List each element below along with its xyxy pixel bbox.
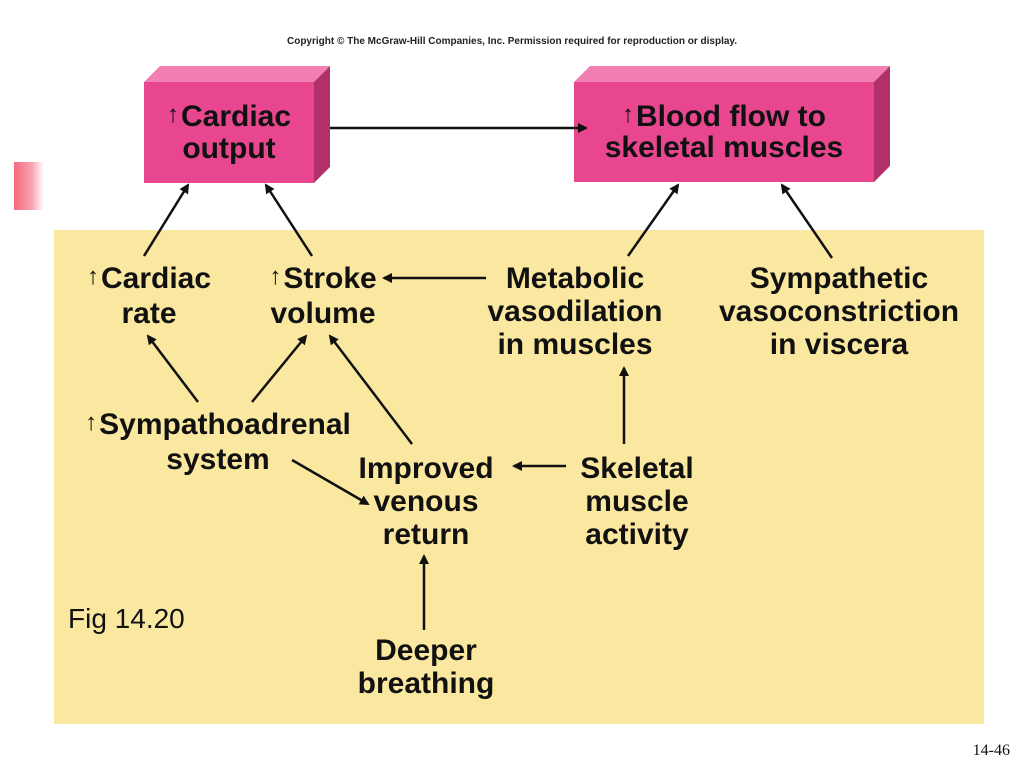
venous-return-line-3: return [382, 518, 470, 551]
figure-label: Fig 14.20 [68, 603, 185, 634]
cardiac-output-line-2: output [182, 131, 276, 165]
box-3d-edges [144, 66, 330, 183]
page-number: 14-46 [972, 742, 1010, 759]
cardiac-rate-line-2: rate [121, 297, 177, 330]
skeletal-activity-line-3: activity [585, 518, 689, 551]
metabolic-line-2: vasodilation [487, 295, 663, 328]
venous-return-line-2: venous [373, 485, 479, 518]
stroke-volume-line-1: Stroke [283, 262, 377, 295]
deeper-breathing-node: Deeper breathing [336, 634, 516, 700]
arrow-cardiac-rate-to-output [142, 183, 190, 257]
copyright-notice: Copyright © The McGraw-Hill Companies, I… [286, 36, 738, 47]
blood-flow-line-2: skeletal muscles [604, 131, 844, 164]
venous-return-node: Improved venous return [340, 452, 512, 551]
sympathetic-line-3: in viscera [769, 328, 909, 361]
metabolic-line-3: in muscles [497, 328, 653, 361]
box-3d-edges [574, 66, 890, 182]
cardiac-rate-node: ↑Cardiac rate [64, 262, 234, 330]
blood-flow-box: ↑Blood flow to skeletal muscles [574, 66, 890, 182]
breathing-line-2: breathing [357, 667, 495, 700]
metabolic-line-1: Metabolic [505, 262, 645, 295]
stroke-volume-line-2: volume [270, 297, 376, 330]
arrow-sympathetic-to-blood-flow [780, 183, 834, 259]
cardiac-rate-line-1: Cardiac [100, 262, 212, 295]
arrow-sympathoadrenal-to-cardiac-rate [146, 334, 199, 403]
sympathetic-vasoconstriction-node: Sympathetic vasoconstriction in viscera [694, 262, 984, 361]
increase-arrow-icon: ↑ [622, 100, 635, 128]
arrow-venous-return-to-stroke-volume [328, 334, 413, 445]
cardiac-output-box: ↑Cardiac output [144, 66, 330, 183]
arrow-sympathoadrenal-to-venous-return [291, 458, 370, 506]
cardiac-output-line-1: Cardiac [180, 100, 292, 133]
breathing-line-1: Deeper [375, 634, 477, 667]
arrow-stroke-volume-to-output [264, 183, 314, 257]
sympathoadrenal-line-2: system [166, 443, 270, 476]
accent-square [14, 162, 44, 210]
increase-arrow-icon: ↑ [86, 263, 99, 290]
sympathoadrenal-line-1: Sympathoadrenal [99, 408, 351, 441]
diagram-panel [54, 230, 984, 724]
increase-arrow-icon: ↑ [269, 263, 282, 290]
arrow-sympathoadrenal-to-stroke-volume [251, 334, 308, 403]
metabolic-vasodilation-node: Metabolic vasodilation in muscles [466, 262, 684, 361]
increase-arrow-icon: ↑ [85, 409, 98, 436]
sympathetic-line-1: Sympathetic [749, 262, 929, 295]
skeletal-activity-line-2: muscle [585, 485, 689, 518]
venous-return-line-1: Improved [358, 452, 494, 485]
arrow-metabolic-to-blood-flow [626, 183, 680, 257]
skeletal-activity-line-1: Skeletal [580, 452, 694, 485]
sympathetic-line-2: vasoconstriction [718, 295, 960, 328]
increase-arrow-icon: ↑ [166, 101, 179, 128]
skeletal-muscle-activity-node: Skeletal muscle activity [560, 452, 714, 551]
blood-flow-line-1: Blood flow to [636, 99, 826, 133]
sympathoadrenal-node: ↑Sympathoadrenal system [58, 408, 378, 476]
stroke-volume-node: ↑Stroke volume [238, 262, 408, 330]
